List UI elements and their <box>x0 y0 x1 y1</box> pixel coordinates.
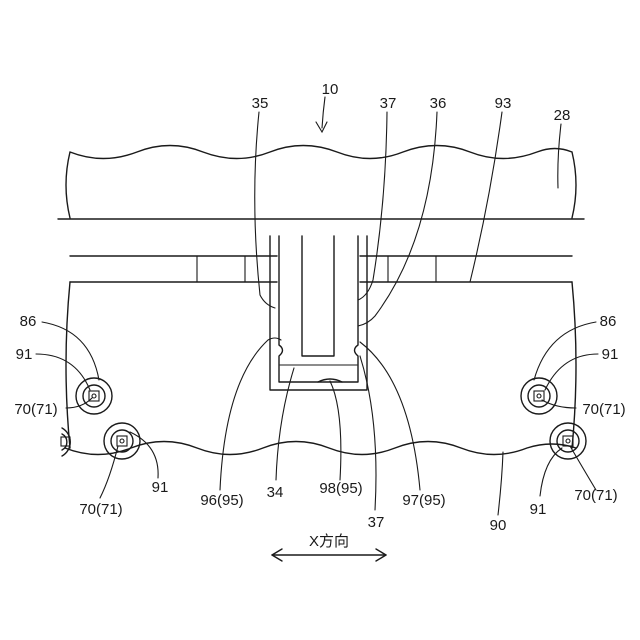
leader-91-left-top <box>36 354 90 390</box>
label-70-left-bottom: 70(71) <box>79 501 122 518</box>
label-91-left-bottom: 91 <box>152 479 169 496</box>
arrowhead-10 <box>316 122 327 132</box>
label-86-right: 86 <box>600 313 617 330</box>
leader-70-left-top <box>66 398 92 408</box>
leader-86-left <box>42 322 99 380</box>
leader-28 <box>558 124 561 188</box>
leader-37-top <box>358 112 387 300</box>
label-10: 10 <box>322 81 339 98</box>
screw-right-top <box>521 378 557 414</box>
label-70-right-top: 70(71) <box>582 401 625 418</box>
leader-34 <box>276 368 294 480</box>
label-36: 36 <box>430 95 447 112</box>
label-93: 93 <box>495 95 512 112</box>
label-97: 97(95) <box>402 492 445 509</box>
leader-97 <box>360 342 420 490</box>
x-direction-label: X方向 <box>309 533 349 550</box>
connector-slot <box>302 236 334 356</box>
connector-housing <box>270 236 367 390</box>
label-70-left-top: 70(71) <box>14 401 57 418</box>
leader-70-right-bottom <box>570 446 596 490</box>
leader-35 <box>255 112 275 308</box>
label-34: 34 <box>267 484 284 501</box>
label-28: 28 <box>554 107 571 124</box>
screw-left-bottom <box>104 423 140 459</box>
leader-86-right <box>534 322 596 380</box>
screw-left-top <box>76 378 112 414</box>
label-90: 90 <box>490 517 507 534</box>
label-37-top: 37 <box>380 95 397 112</box>
connector-inner-frame <box>279 236 358 382</box>
leader-90 <box>498 452 503 515</box>
leader-98 <box>330 381 341 480</box>
label-91-right-top: 91 <box>602 346 619 363</box>
leader-10 <box>322 97 325 128</box>
label-96: 96(95) <box>200 492 243 509</box>
leader-91-right-bottom <box>540 448 562 496</box>
label-86-left: 86 <box>20 313 37 330</box>
lower-plate-outline <box>65 282 576 455</box>
leader-96 <box>220 338 281 490</box>
label-70-right-bottom: 70(71) <box>574 487 617 504</box>
label-37-bottom: 37 <box>368 514 385 531</box>
label-91-left-top: 91 <box>16 346 33 363</box>
label-35: 35 <box>252 95 269 112</box>
label-91-right-bottom: 91 <box>530 501 547 518</box>
label-98: 98(95) <box>319 480 362 497</box>
upper-body-outline <box>66 146 576 219</box>
